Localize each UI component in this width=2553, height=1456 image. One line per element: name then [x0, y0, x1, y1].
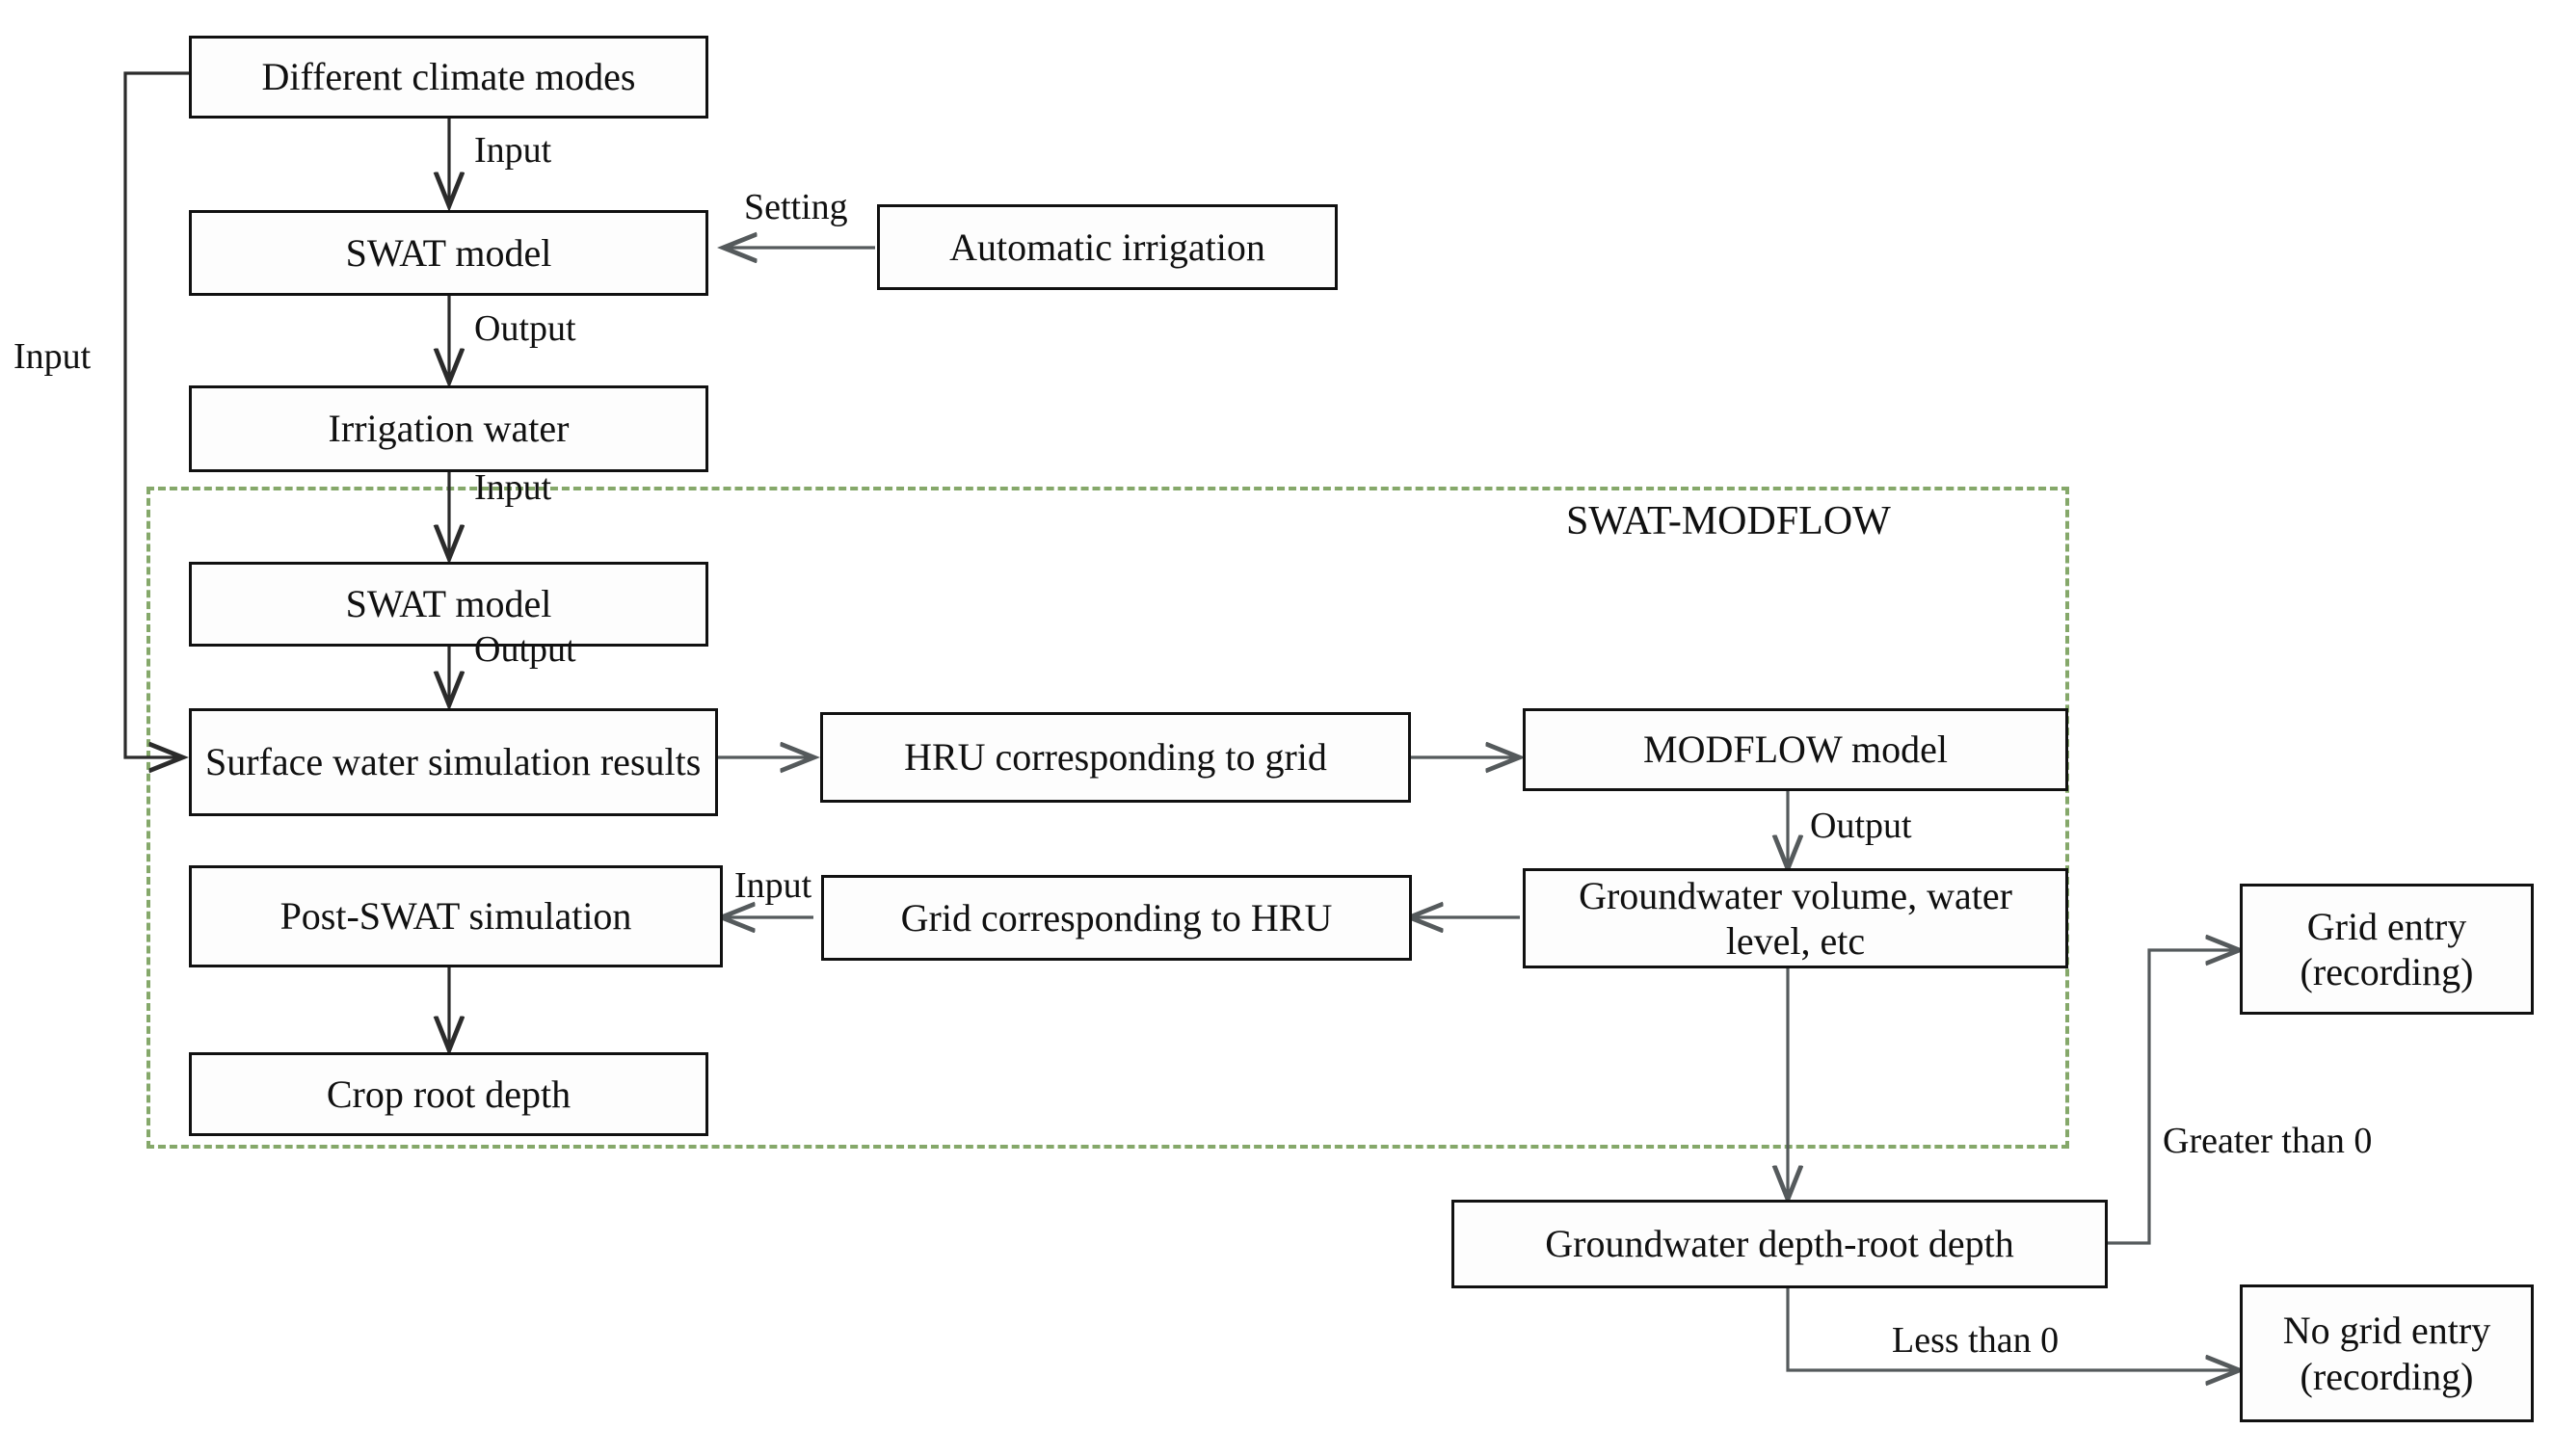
node-surface-water-simulation-results[interactable]: Surface water simulation results: [189, 708, 718, 816]
node-modflow-model[interactable]: MODFLOW model: [1523, 708, 2068, 791]
node-swat-model-inner[interactable]: SWAT model: [189, 562, 708, 647]
node-groundwater-depth-root-depth[interactable]: Groundwater depth-root depth: [1451, 1200, 2108, 1288]
node-post-swat-simulation[interactable]: Post-SWAT simulation: [189, 865, 723, 967]
node-label: Grid entry (recording): [2300, 904, 2474, 993]
edge-label-output-modflow-to-groundwater: Output: [1810, 806, 1912, 846]
node-swat-model-top[interactable]: SWAT model: [189, 210, 708, 296]
node-no-grid-entry-recording[interactable]: No grid entry (recording): [2240, 1284, 2534, 1422]
edge-label-output-swat-inner-to-surface-results: Output: [474, 629, 576, 670]
node-crop-root-depth[interactable]: Crop root depth: [189, 1052, 708, 1136]
node-label: Crop root depth: [326, 1072, 572, 1116]
node-label: No grid entry (recording): [2282, 1309, 2491, 1398]
edge-label-less-than-zero: Less than 0: [1892, 1320, 2060, 1361]
node-automatic-irrigation[interactable]: Automatic irrigation: [877, 204, 1338, 290]
node-label: Irrigation water: [328, 407, 570, 451]
node-label: SWAT model: [345, 230, 552, 275]
edge-label-input-grid-to-post-swat: Input: [734, 865, 812, 906]
node-grid-corresponding-to-hru[interactable]: Grid corresponding to HRU: [821, 875, 1412, 961]
node-grid-entry-recording[interactable]: Grid entry (recording): [2240, 884, 2534, 1015]
edge-label-input-irrigation-water-to-swat-inner: Input: [474, 467, 552, 508]
node-label: Post-SWAT simulation: [279, 894, 632, 939]
edge-label-output-swat-to-irrigation-water: Output: [474, 308, 576, 349]
node-irrigation-water[interactable]: Irrigation water: [189, 385, 708, 472]
node-label: HRU corresponding to grid: [904, 735, 1327, 780]
edge-label-setting-irrigation-to-swat: Setting: [744, 187, 848, 227]
node-hru-corresponding-to-grid[interactable]: HRU corresponding to grid: [820, 712, 1411, 803]
node-groundwater-volume-water-level[interactable]: Groundwater volume, water level, etc: [1523, 868, 2068, 968]
edge-label-input-climate-to-swat: Input: [474, 130, 552, 171]
node-label: MODFLOW model: [1643, 728, 1948, 772]
swat-modflow-group-label: SWAT-MODFLOW: [1566, 499, 1891, 543]
node-label: Groundwater volume, water level, etc: [1579, 873, 2012, 963]
node-label: Groundwater depth-root depth: [1545, 1222, 2014, 1266]
edge-label-input-feedback-loop: Input: [13, 336, 92, 377]
node-label: Grid corresponding to HRU: [900, 895, 1333, 940]
node-label: Different climate modes: [261, 55, 636, 99]
node-label: Surface water simulation results: [205, 740, 702, 784]
node-different-climate-modes[interactable]: Different climate modes: [189, 36, 708, 119]
node-label: SWAT model: [345, 582, 552, 626]
edge-label-greater-than-zero: Greater than 0: [2163, 1121, 2373, 1161]
node-label: Automatic irrigation: [949, 225, 1265, 269]
